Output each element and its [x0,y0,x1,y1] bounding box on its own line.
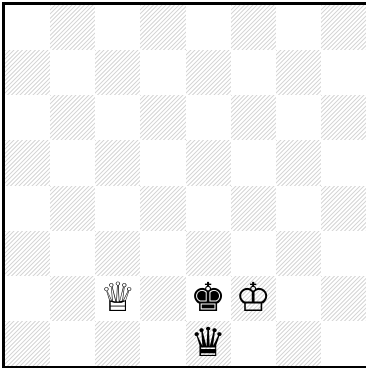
square-a1[interactable] [5,321,50,366]
square-b7[interactable] [50,50,95,95]
square-b2[interactable] [50,276,95,321]
square-b4[interactable] [50,186,95,231]
square-d4[interactable] [140,186,185,231]
square-f1[interactable] [231,321,276,366]
white-king-icon[interactable]: ♔ [235,278,271,318]
black-queen-icon[interactable]: ♛ [190,323,226,363]
square-f7[interactable] [231,50,276,95]
square-a5[interactable] [5,140,50,185]
white-queen-icon[interactable]: ♕ [100,278,136,318]
square-d7[interactable] [140,50,185,95]
square-e7[interactable] [186,50,231,95]
square-a8[interactable] [5,5,50,50]
square-d1[interactable] [140,321,185,366]
square-h8[interactable] [321,5,366,50]
square-d5[interactable] [140,140,185,185]
square-c2[interactable]: ♕ [95,276,140,321]
square-f4[interactable] [231,186,276,231]
square-h6[interactable] [321,95,366,140]
square-g8[interactable] [276,5,321,50]
square-b5[interactable] [50,140,95,185]
square-e4[interactable] [186,186,231,231]
black-king-icon[interactable]: ♚ [190,278,226,318]
square-e5[interactable] [186,140,231,185]
square-c3[interactable] [95,231,140,276]
square-c5[interactable] [95,140,140,185]
square-h4[interactable] [321,186,366,231]
square-a2[interactable] [5,276,50,321]
square-g4[interactable] [276,186,321,231]
square-c1[interactable] [95,321,140,366]
square-c7[interactable] [95,50,140,95]
square-f3[interactable] [231,231,276,276]
square-a4[interactable] [5,186,50,231]
square-d2[interactable] [140,276,185,321]
square-h3[interactable] [321,231,366,276]
square-e1[interactable]: ♛ [186,321,231,366]
square-f2[interactable]: ♔ [231,276,276,321]
square-g7[interactable] [276,50,321,95]
square-c4[interactable] [95,186,140,231]
square-f8[interactable] [231,5,276,50]
square-g2[interactable] [276,276,321,321]
square-h7[interactable] [321,50,366,95]
square-h2[interactable] [321,276,366,321]
square-b6[interactable] [50,95,95,140]
square-d3[interactable] [140,231,185,276]
square-e8[interactable] [186,5,231,50]
square-g3[interactable] [276,231,321,276]
square-b8[interactable] [50,5,95,50]
square-a7[interactable] [5,50,50,95]
square-g1[interactable] [276,321,321,366]
square-h5[interactable] [321,140,366,185]
square-e3[interactable] [186,231,231,276]
square-a6[interactable] [5,95,50,140]
square-e2[interactable]: ♚ [186,276,231,321]
square-h1[interactable] [321,321,366,366]
square-b1[interactable] [50,321,95,366]
square-f5[interactable] [231,140,276,185]
square-g5[interactable] [276,140,321,185]
square-c6[interactable] [95,95,140,140]
square-c8[interactable] [95,5,140,50]
square-g6[interactable] [276,95,321,140]
square-d8[interactable] [140,5,185,50]
square-e6[interactable] [186,95,231,140]
square-a3[interactable] [5,231,50,276]
square-b3[interactable] [50,231,95,276]
square-d6[interactable] [140,95,185,140]
square-f6[interactable] [231,95,276,140]
